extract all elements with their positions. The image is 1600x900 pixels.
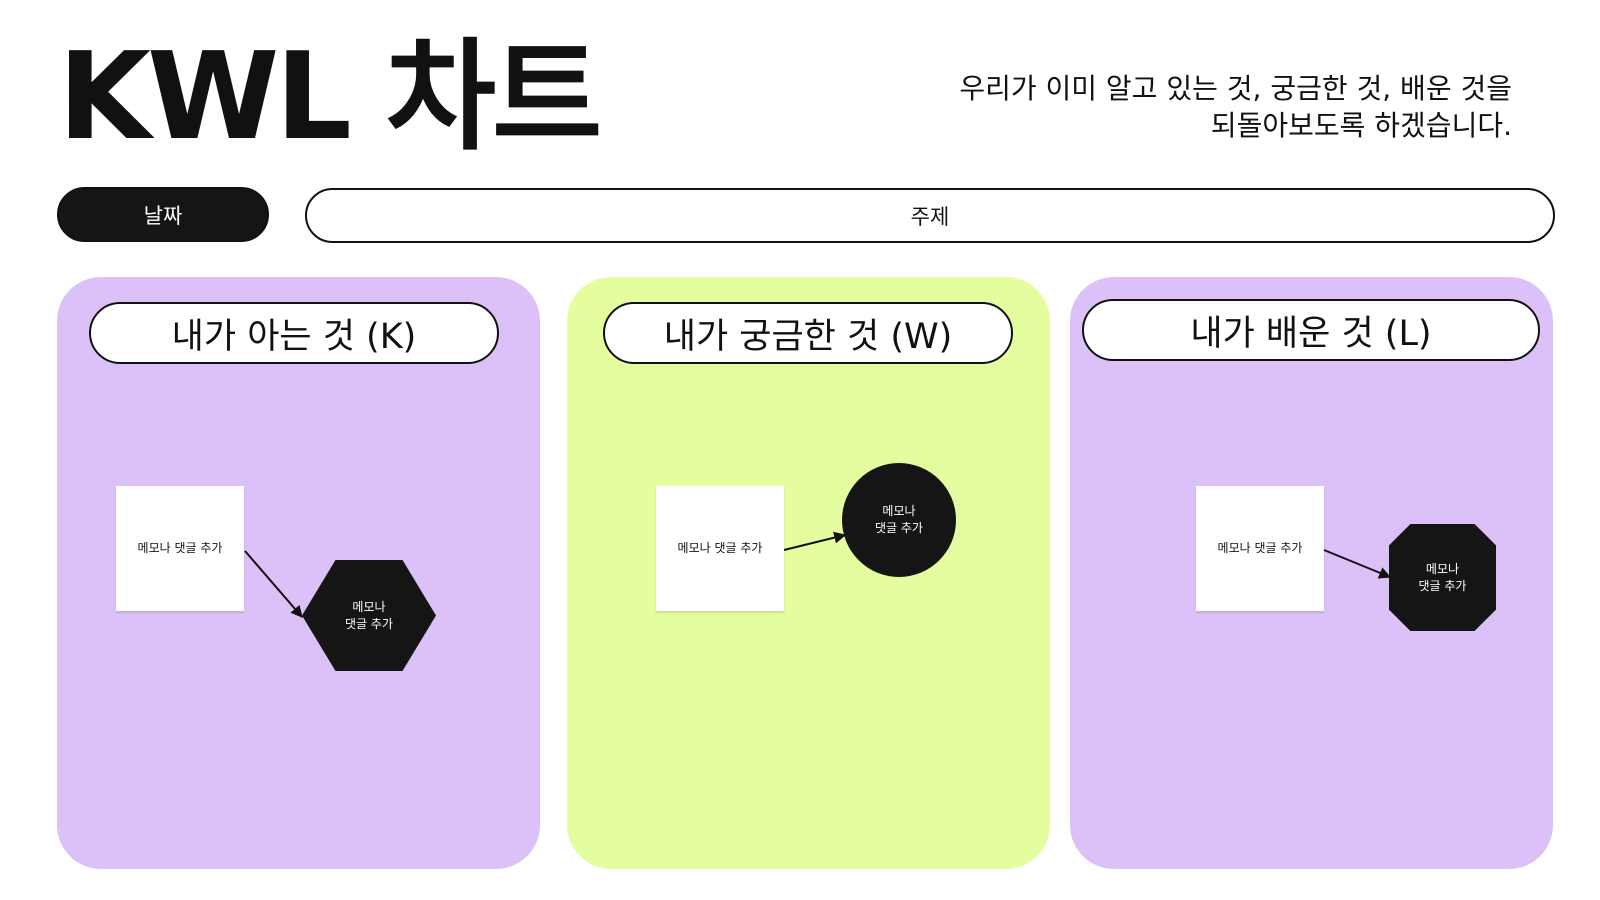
subtitle-line: 되돌아보도록 하겠습니다.	[1210, 109, 1512, 142]
learned-octagon-shape[interactable]: 메모나 댓글 추가	[1389, 524, 1496, 631]
learned-sticky-note[interactable]: 메모나 댓글 추가	[1196, 486, 1324, 611]
wonder-panel: 내가 궁금한 것 (W)	[567, 277, 1050, 869]
subject-label: 주제	[910, 204, 950, 229]
know-header[interactable]: 내가 아는 것 (K)	[89, 302, 499, 364]
sticky-note-text: 메모나 댓글 추가	[137, 541, 223, 555]
know-hexagon-shape[interactable]: 메모나 댓글 추가	[302, 560, 436, 671]
wonder-header[interactable]: 내가 궁금한 것 (W)	[603, 302, 1013, 364]
wonder-circle-shape[interactable]: 메모나 댓글 추가	[842, 463, 956, 577]
sticky-note-text: 메모나 댓글 추가	[1217, 541, 1303, 555]
learned-header[interactable]: 내가 배운 것 (L)	[1082, 299, 1540, 361]
subject-field[interactable]: 주제	[305, 188, 1555, 243]
subtitle-line: 우리가 이미 알고 있는 것, 궁금한 것, 배운 것을	[959, 72, 1512, 105]
date-field[interactable]: 날짜	[57, 187, 269, 242]
shape-text-line: 댓글 추가	[345, 616, 393, 631]
shape-text-line: 댓글 추가	[1418, 578, 1467, 593]
sticky-note-text: 메모나 댓글 추가	[677, 541, 763, 555]
page-subtitle: 우리가 이미 알고 있는 것, 궁금한 것, 배운 것을 되돌아보도록 하겠습니…	[872, 70, 1512, 144]
know-sticky-note[interactable]: 메모나 댓글 추가	[116, 486, 244, 611]
shape-text-line: 메모나	[352, 599, 386, 614]
shape-text-line: 댓글 추가	[875, 521, 923, 535]
date-label: 날짜	[143, 203, 183, 228]
page-title: KWL 차트	[58, 28, 602, 167]
shape-text-line: 메모나	[1425, 561, 1460, 576]
wonder-sticky-note[interactable]: 메모나 댓글 추가	[656, 486, 784, 611]
shape-text-line: 메모나	[882, 504, 916, 518]
